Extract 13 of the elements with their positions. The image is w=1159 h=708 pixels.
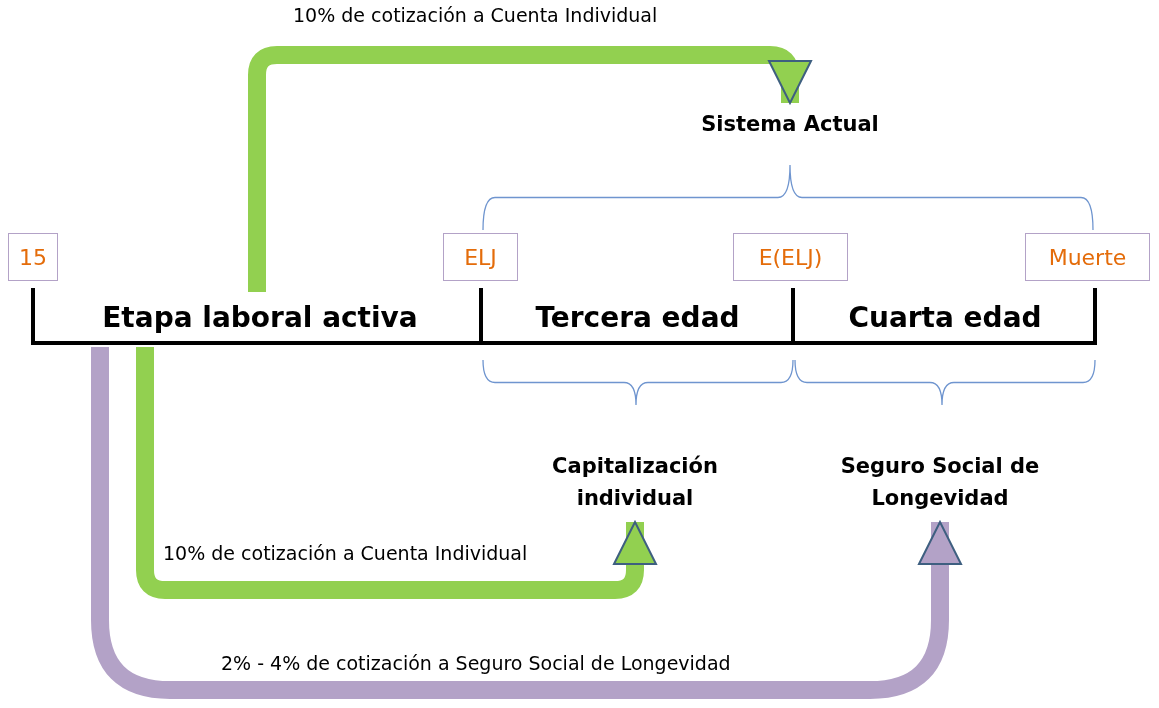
system-label: Seguro Social de Longevidad (800, 445, 1080, 520)
timeline-segment-label: Etapa laboral activa (60, 292, 460, 340)
arrow (91, 347, 962, 699)
age-marker-box: Muerte (1025, 233, 1150, 281)
timeline-segment-label: Tercera edad (490, 292, 785, 340)
timeline-segment-label: Cuarta edad (800, 292, 1090, 340)
arrow (248, 46, 812, 292)
age-marker-box: ELJ (443, 233, 518, 281)
age-marker-box: 15 (8, 233, 58, 281)
arrow (136, 347, 657, 599)
system-label: Capitalización individual (515, 445, 755, 520)
age-marker-box: E(ELJ) (733, 233, 848, 281)
system-label: Sistema Actual (670, 105, 910, 145)
